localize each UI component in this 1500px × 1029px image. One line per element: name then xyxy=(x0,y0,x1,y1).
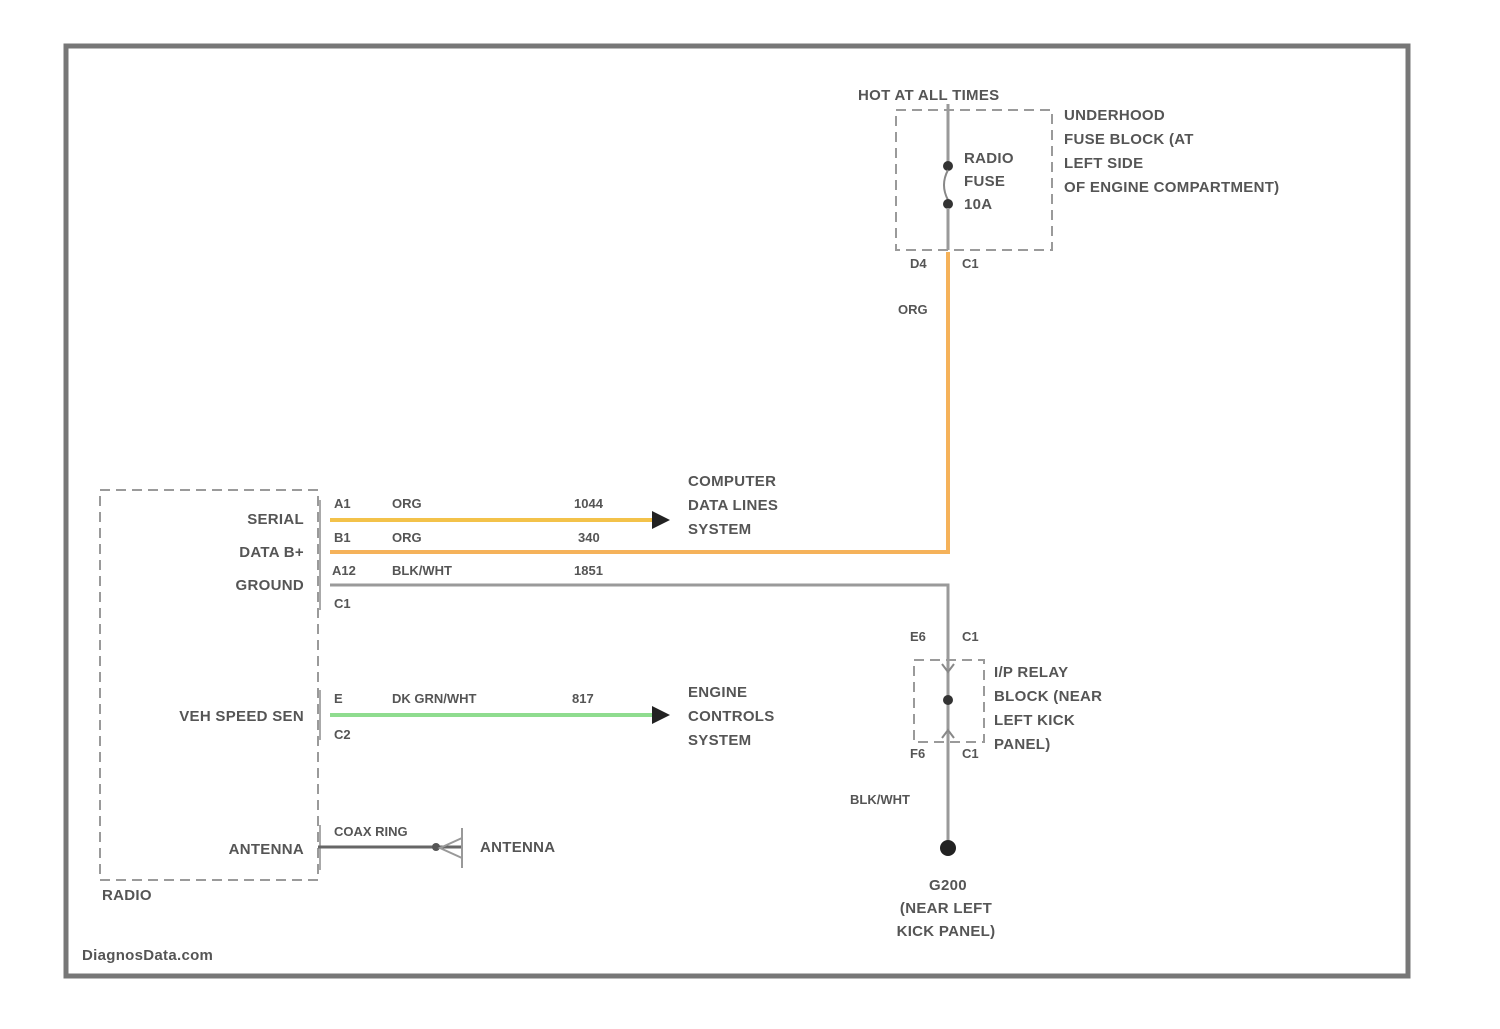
dest-computer-line-3: SYSTEM xyxy=(688,521,751,538)
pin-serial: A1 xyxy=(334,496,351,511)
circuit-ground: 1851 xyxy=(574,563,603,578)
relay-location-line-4: PANEL) xyxy=(994,736,1051,753)
relay-location-line-2: BLOCK (NEAR xyxy=(994,688,1102,705)
watermark: DiagnosData.com xyxy=(82,947,213,964)
radio-terminal-antenna: ANTENNA xyxy=(229,841,304,858)
relay-terminal-top-icon xyxy=(941,663,955,674)
relay-top-connector: C1 xyxy=(962,629,979,644)
pin-data-bplus: B1 xyxy=(334,530,351,545)
antenna-connector-icon xyxy=(437,828,463,868)
ip-relay-block: E6 C1 F6 C1 I/P RELAY BLOCK (NEAR LEFT K… xyxy=(850,629,1102,840)
connector-c1: C1 xyxy=(334,596,351,611)
relay-location-line-3: LEFT KICK xyxy=(994,712,1075,729)
radio-terminal-ground: GROUND xyxy=(236,577,304,594)
fuse-terminal-top-icon xyxy=(943,161,953,171)
dest-computer-line-1: COMPUTER xyxy=(688,473,776,490)
ground-g200: G200 (NEAR LEFT KICK PANEL) xyxy=(897,840,996,940)
coax-ring-icon xyxy=(432,843,440,851)
dest-engine-line-2: CONTROLS xyxy=(688,708,775,725)
pin-ground: A12 xyxy=(332,563,356,578)
fuse-terminal-bottom-icon xyxy=(943,199,953,209)
fuse-block-location-line-2: FUSE BLOCK (AT xyxy=(1064,131,1194,148)
wire-color-ground: BLK/WHT xyxy=(392,563,452,578)
wire-ground-blk-wht xyxy=(330,583,950,650)
fuse-name-line-2: FUSE xyxy=(964,173,1005,190)
underhood-fuse-block: HOT AT ALL TIMES RADIO FUSE 10A UNDERHOO… xyxy=(858,87,1279,317)
relay-bottom-pin: F6 xyxy=(910,746,925,761)
fuse-block-pin: D4 xyxy=(910,256,927,271)
fuse-element-icon xyxy=(943,169,949,201)
wire-color-serial: ORG xyxy=(392,496,422,511)
dest-engine-line-3: SYSTEM xyxy=(688,732,751,749)
fuse-name-line-1: RADIO xyxy=(964,150,1014,167)
wire-color-veh-speed: DK GRN/WHT xyxy=(392,691,477,706)
hot-at-all-times-label: HOT AT ALL TIMES xyxy=(858,87,999,104)
relay-splice-icon xyxy=(943,695,953,705)
ground-location-line-1: (NEAR LEFT xyxy=(900,900,992,917)
fuse-block-location-line-4: OF ENGINE COMPARTMENT) xyxy=(1064,179,1279,196)
pin-veh-speed: E xyxy=(334,691,343,706)
arrow-to-engine-controls-icon xyxy=(652,706,670,724)
radio-module: SERIAL DATA B+ GROUND VEH SPEED SEN ANTE… xyxy=(99,489,321,904)
wire-color-antenna: COAX RING xyxy=(334,824,408,839)
dest-engine-line-1: ENGINE xyxy=(688,684,747,701)
fuse-block-outline xyxy=(895,109,1053,251)
relay-output-wire-color: BLK/WHT xyxy=(850,792,910,807)
fuse-rating: 10A xyxy=(964,196,992,213)
ground-location-line-2: KICK PANEL) xyxy=(897,923,996,940)
ground-name: G200 xyxy=(929,877,967,894)
diagram-frame xyxy=(63,43,1411,979)
fuse-output-wire-color: ORG xyxy=(898,302,928,317)
dest-antenna: ANTENNA xyxy=(480,839,555,856)
relay-terminal-bottom-icon xyxy=(941,728,955,739)
circuit-data-bplus: 340 xyxy=(578,530,600,545)
wire-data-bplus-org xyxy=(330,252,950,554)
circuit-serial: 1044 xyxy=(574,496,604,511)
connector-c2: C2 xyxy=(334,727,351,742)
relay-location-line-1: I/P RELAY xyxy=(994,664,1068,681)
wire-color-data-bplus: ORG xyxy=(392,530,422,545)
fuse-block-location-line-1: UNDERHOOD xyxy=(1064,107,1165,124)
radio-terminal-data-bplus: DATA B+ xyxy=(239,544,304,561)
radio-terminal-veh-speed: VEH SPEED SEN xyxy=(179,708,304,725)
relay-bottom-connector: C1 xyxy=(962,746,979,761)
relay-top-pin: E6 xyxy=(910,629,926,644)
arrow-to-computer-data-lines-icon xyxy=(652,511,670,529)
dest-computer-line-2: DATA LINES xyxy=(688,497,778,514)
fuse-block-connector: C1 xyxy=(962,256,979,271)
radio-name: RADIO xyxy=(102,887,152,904)
fuse-block-location-line-3: LEFT SIDE xyxy=(1064,155,1143,172)
circuit-veh-speed: 817 xyxy=(572,691,594,706)
ground-point-icon xyxy=(940,840,956,856)
radio-terminal-serial: SERIAL xyxy=(247,511,304,528)
